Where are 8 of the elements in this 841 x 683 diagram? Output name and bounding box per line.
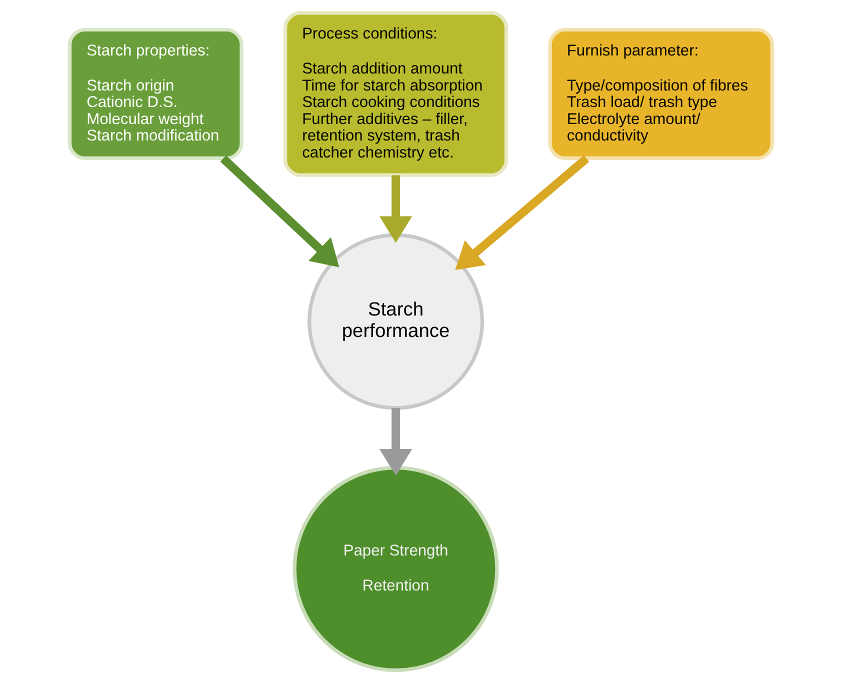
node-box: Starch properties: Starch origin Cationic D.S. Molecular weight Starch modification (68, 28, 243, 160)
node-circle: Paper Strength Retention (292, 466, 498, 672)
node-box: Furnish parameter: Type/composition of fibres Trash load/ trash type Electrolyte amount/ conductivity (548, 28, 774, 160)
arrow (220, 155, 339, 268)
node-box: Process conditions: Starch addition amount Time for starch absorption Starch cooking conditions Further additives – filler, retention system, trash catcher chemistry etc. (283, 11, 508, 177)
arrow (378, 408, 412, 476)
arrow (454, 155, 589, 270)
arrow (378, 175, 412, 243)
